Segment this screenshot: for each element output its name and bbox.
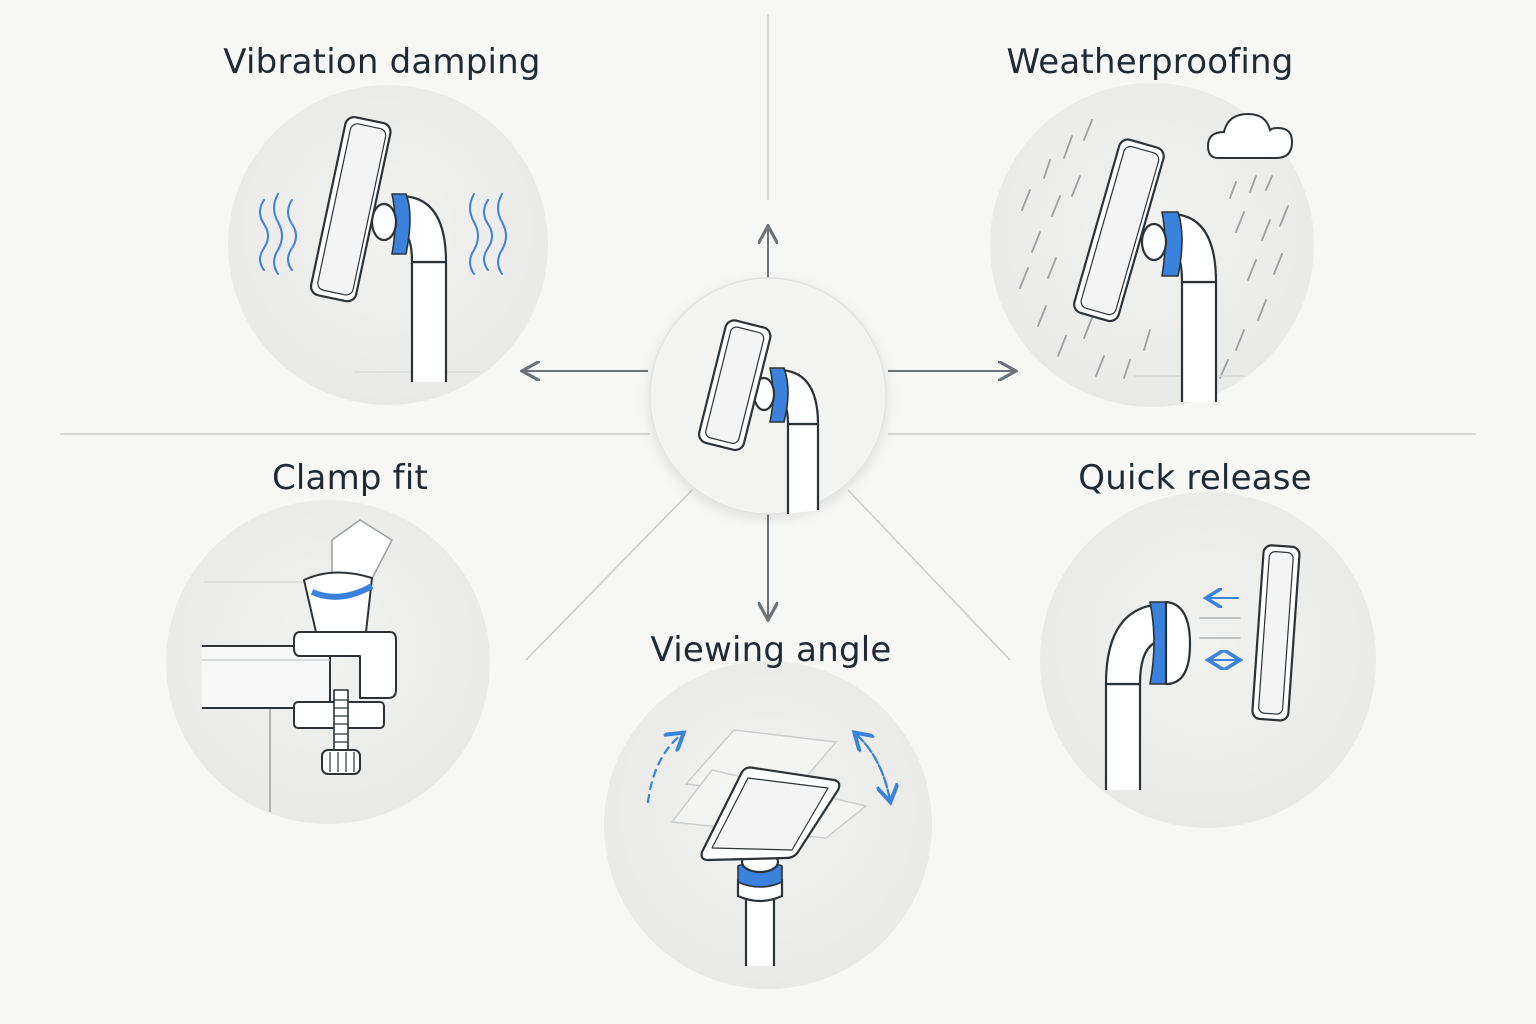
vibration-panel	[228, 85, 548, 405]
rain-streaks	[1019, 119, 1289, 379]
phone-mount-icon	[1073, 138, 1244, 402]
clamp-icon	[202, 519, 397, 812]
divider-lower-right	[847, 489, 1011, 661]
label-vibration-damping: Vibration damping	[223, 42, 541, 82]
vibration-waves-icon	[259, 193, 507, 275]
divider-lines	[60, 14, 1476, 661]
angle-panel	[604, 661, 932, 989]
label-weatherproofing: Weatherproofing	[1006, 42, 1294, 82]
tilt-arrows-icon	[646, 734, 890, 802]
center-arrows	[524, 228, 1014, 618]
release-panel	[1040, 492, 1376, 828]
clamp-panel	[166, 500, 490, 824]
phone-plate-icon	[1251, 544, 1301, 722]
release-circle	[1040, 492, 1376, 828]
label-quick-release: Quick release	[1078, 458, 1312, 498]
phone-mount-icon	[1104, 600, 1192, 790]
weather-panel	[990, 83, 1314, 407]
phone-mount-icon	[309, 115, 480, 382]
divider-lower-left	[525, 489, 693, 661]
rain-cloud-icon	[1206, 112, 1294, 159]
label-clamp-fit: Clamp fit	[271, 458, 429, 498]
label-viewing-angle: Viewing angle	[650, 630, 892, 670]
phone-mount-icon	[700, 766, 841, 966]
release-arrows-icon	[1199, 598, 1240, 660]
vibration-circle	[228, 85, 548, 405]
phone-mount-icon	[697, 319, 820, 514]
